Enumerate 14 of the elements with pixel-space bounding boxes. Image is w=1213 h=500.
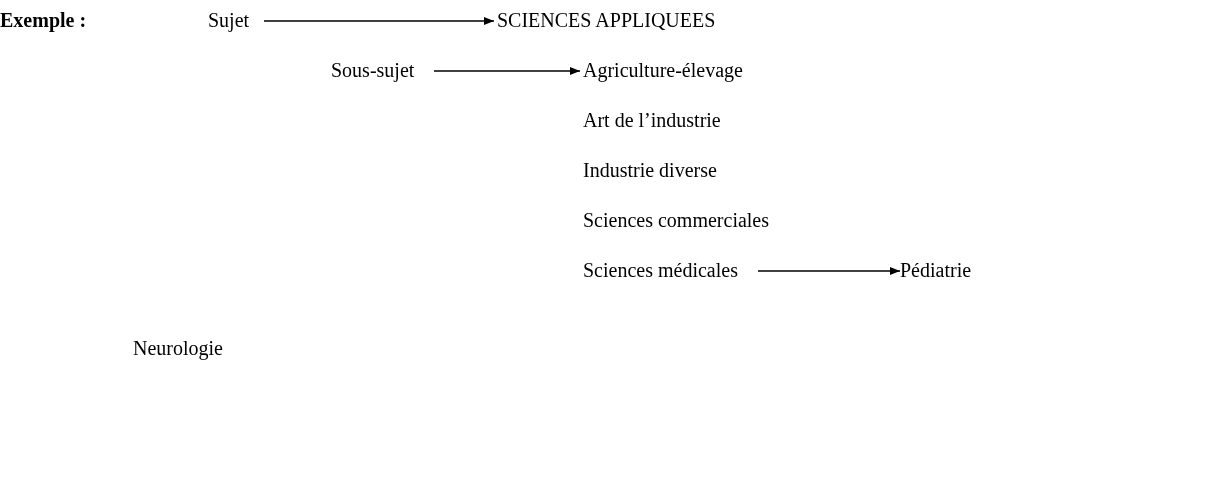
arrow [263, 17, 495, 25]
arrow [433, 67, 581, 75]
term-label: Sciences médicales [583, 258, 738, 282]
term-label: SCIENCES APPLIQUEES [497, 8, 716, 32]
term-label: Sous-sujet [331, 58, 415, 82]
term-label: Agriculture-élevage [583, 58, 743, 82]
term-label: Art de l’industrie [583, 108, 721, 132]
term-label: Pédiatrie [900, 258, 972, 282]
term-label: Neurologie [133, 336, 223, 360]
arrow [757, 267, 901, 275]
term-label: Industrie diverse [583, 158, 717, 182]
term-label: Sujet [208, 8, 250, 32]
heading-label: Exemple : [0, 8, 87, 32]
term-label: Sciences commerciales [583, 208, 770, 232]
